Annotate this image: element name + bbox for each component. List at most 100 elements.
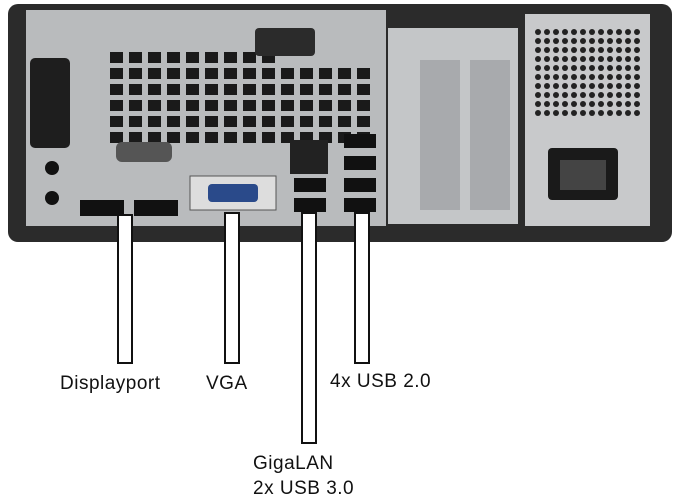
psu-vent-hole bbox=[544, 47, 550, 53]
vent-hole bbox=[129, 100, 142, 111]
psu-vent-hole bbox=[589, 83, 595, 89]
psu-vent-hole bbox=[544, 74, 550, 80]
audio-jack bbox=[45, 161, 59, 175]
gigalan-usb3-pointer bbox=[301, 212, 317, 444]
psu-vent-hole bbox=[589, 110, 595, 116]
psu-vent-hole bbox=[544, 38, 550, 44]
vent-hole bbox=[186, 68, 199, 79]
psu-vent-hole bbox=[598, 65, 604, 71]
psu-vent-hole bbox=[598, 74, 604, 80]
vent-hole bbox=[129, 52, 142, 63]
psu-vent-hole bbox=[562, 92, 568, 98]
psu-vent-hole bbox=[598, 56, 604, 62]
psu-vent-hole bbox=[598, 110, 604, 116]
vent-hole bbox=[338, 116, 351, 127]
psu-vent-hole bbox=[562, 56, 568, 62]
vent-hole bbox=[224, 116, 237, 127]
psu-vent-hole bbox=[544, 56, 550, 62]
psu-vent-hole bbox=[544, 83, 550, 89]
psu-vent-hole bbox=[553, 47, 559, 53]
psu-vent-hole bbox=[562, 83, 568, 89]
vent-hole bbox=[224, 68, 237, 79]
psu-vent-hole bbox=[580, 29, 586, 35]
vent-hole bbox=[205, 116, 218, 127]
psu-vent-hole bbox=[625, 101, 631, 107]
psu-vent-hole bbox=[607, 101, 613, 107]
psu-vent-hole bbox=[580, 47, 586, 53]
vent-hole bbox=[167, 132, 180, 143]
psu-vent-hole bbox=[535, 110, 541, 116]
vent-hole bbox=[167, 84, 180, 95]
psu-vent-hole bbox=[634, 74, 640, 80]
psu-vent-hole bbox=[544, 65, 550, 71]
vent-hole bbox=[186, 84, 199, 95]
psu-vent-hole bbox=[616, 83, 622, 89]
psu-vent-hole bbox=[553, 110, 559, 116]
psu-vent-hole bbox=[598, 92, 604, 98]
vent-hole bbox=[243, 100, 256, 111]
usb3-port bbox=[294, 178, 326, 192]
psu-vent-hole bbox=[562, 110, 568, 116]
psu-vent-hole bbox=[571, 110, 577, 116]
vent-hole bbox=[281, 132, 294, 143]
vent-hole bbox=[148, 52, 161, 63]
psu-vent-hole bbox=[634, 83, 640, 89]
psu-vent-hole bbox=[553, 101, 559, 107]
vent-hole bbox=[319, 68, 332, 79]
psu-vent-hole bbox=[562, 47, 568, 53]
displayport-2 bbox=[134, 200, 178, 216]
psu-vent-hole bbox=[571, 47, 577, 53]
psu-vent-hole bbox=[580, 74, 586, 80]
vent-hole bbox=[338, 84, 351, 95]
vent-hole bbox=[110, 116, 123, 127]
psu-vent-hole bbox=[571, 92, 577, 98]
psu-vent-hole bbox=[580, 101, 586, 107]
psu-vent-hole bbox=[634, 38, 640, 44]
vent-hole bbox=[281, 68, 294, 79]
vent-hole bbox=[148, 132, 161, 143]
vent-hole bbox=[110, 68, 123, 79]
psu-vent-hole bbox=[535, 47, 541, 53]
psu-vent-hole bbox=[553, 38, 559, 44]
label-usb3: 2x USB 3.0 bbox=[253, 478, 355, 499]
psu-vent-hole bbox=[607, 56, 613, 62]
vent-hole bbox=[243, 68, 256, 79]
vent-hole bbox=[319, 84, 332, 95]
vent-hole bbox=[300, 84, 313, 95]
psu-vent-hole bbox=[634, 65, 640, 71]
psu-vent-hole bbox=[553, 74, 559, 80]
label-displayport: Displayport bbox=[60, 373, 161, 394]
psu-vent-hole bbox=[589, 74, 595, 80]
psu-vent-hole bbox=[553, 29, 559, 35]
vent-hole bbox=[148, 100, 161, 111]
psu-vent-hole bbox=[625, 65, 631, 71]
psu-vent-hole bbox=[544, 29, 550, 35]
psu-vent-hole bbox=[580, 110, 586, 116]
vent-hole bbox=[281, 100, 294, 111]
psu-vent-hole bbox=[616, 92, 622, 98]
psu-vent-hole bbox=[535, 65, 541, 71]
psu-vent-hole bbox=[607, 83, 613, 89]
psu-vent-hole bbox=[535, 101, 541, 107]
psu-vent-hole bbox=[589, 101, 595, 107]
vent-hole bbox=[243, 116, 256, 127]
psu-vent-hole bbox=[634, 47, 640, 53]
psu-vent-hole bbox=[625, 38, 631, 44]
serial-port bbox=[116, 142, 172, 162]
vent-hole bbox=[357, 68, 370, 79]
psu-vent-hole bbox=[589, 92, 595, 98]
psu-vent-hole bbox=[571, 101, 577, 107]
vent-hole bbox=[224, 132, 237, 143]
vent-hole bbox=[110, 84, 123, 95]
vent-hole bbox=[205, 132, 218, 143]
vent-hole bbox=[129, 68, 142, 79]
vga-pointer bbox=[224, 212, 240, 364]
psu-vent-hole bbox=[607, 92, 613, 98]
psu-vent-hole bbox=[580, 65, 586, 71]
psu-vent-hole bbox=[607, 65, 613, 71]
psu-vent-hole bbox=[598, 83, 604, 89]
psu-vent-hole bbox=[562, 65, 568, 71]
psu-vent-hole bbox=[607, 110, 613, 116]
psu-vent-hole bbox=[571, 29, 577, 35]
psu-vent-hole bbox=[562, 74, 568, 80]
